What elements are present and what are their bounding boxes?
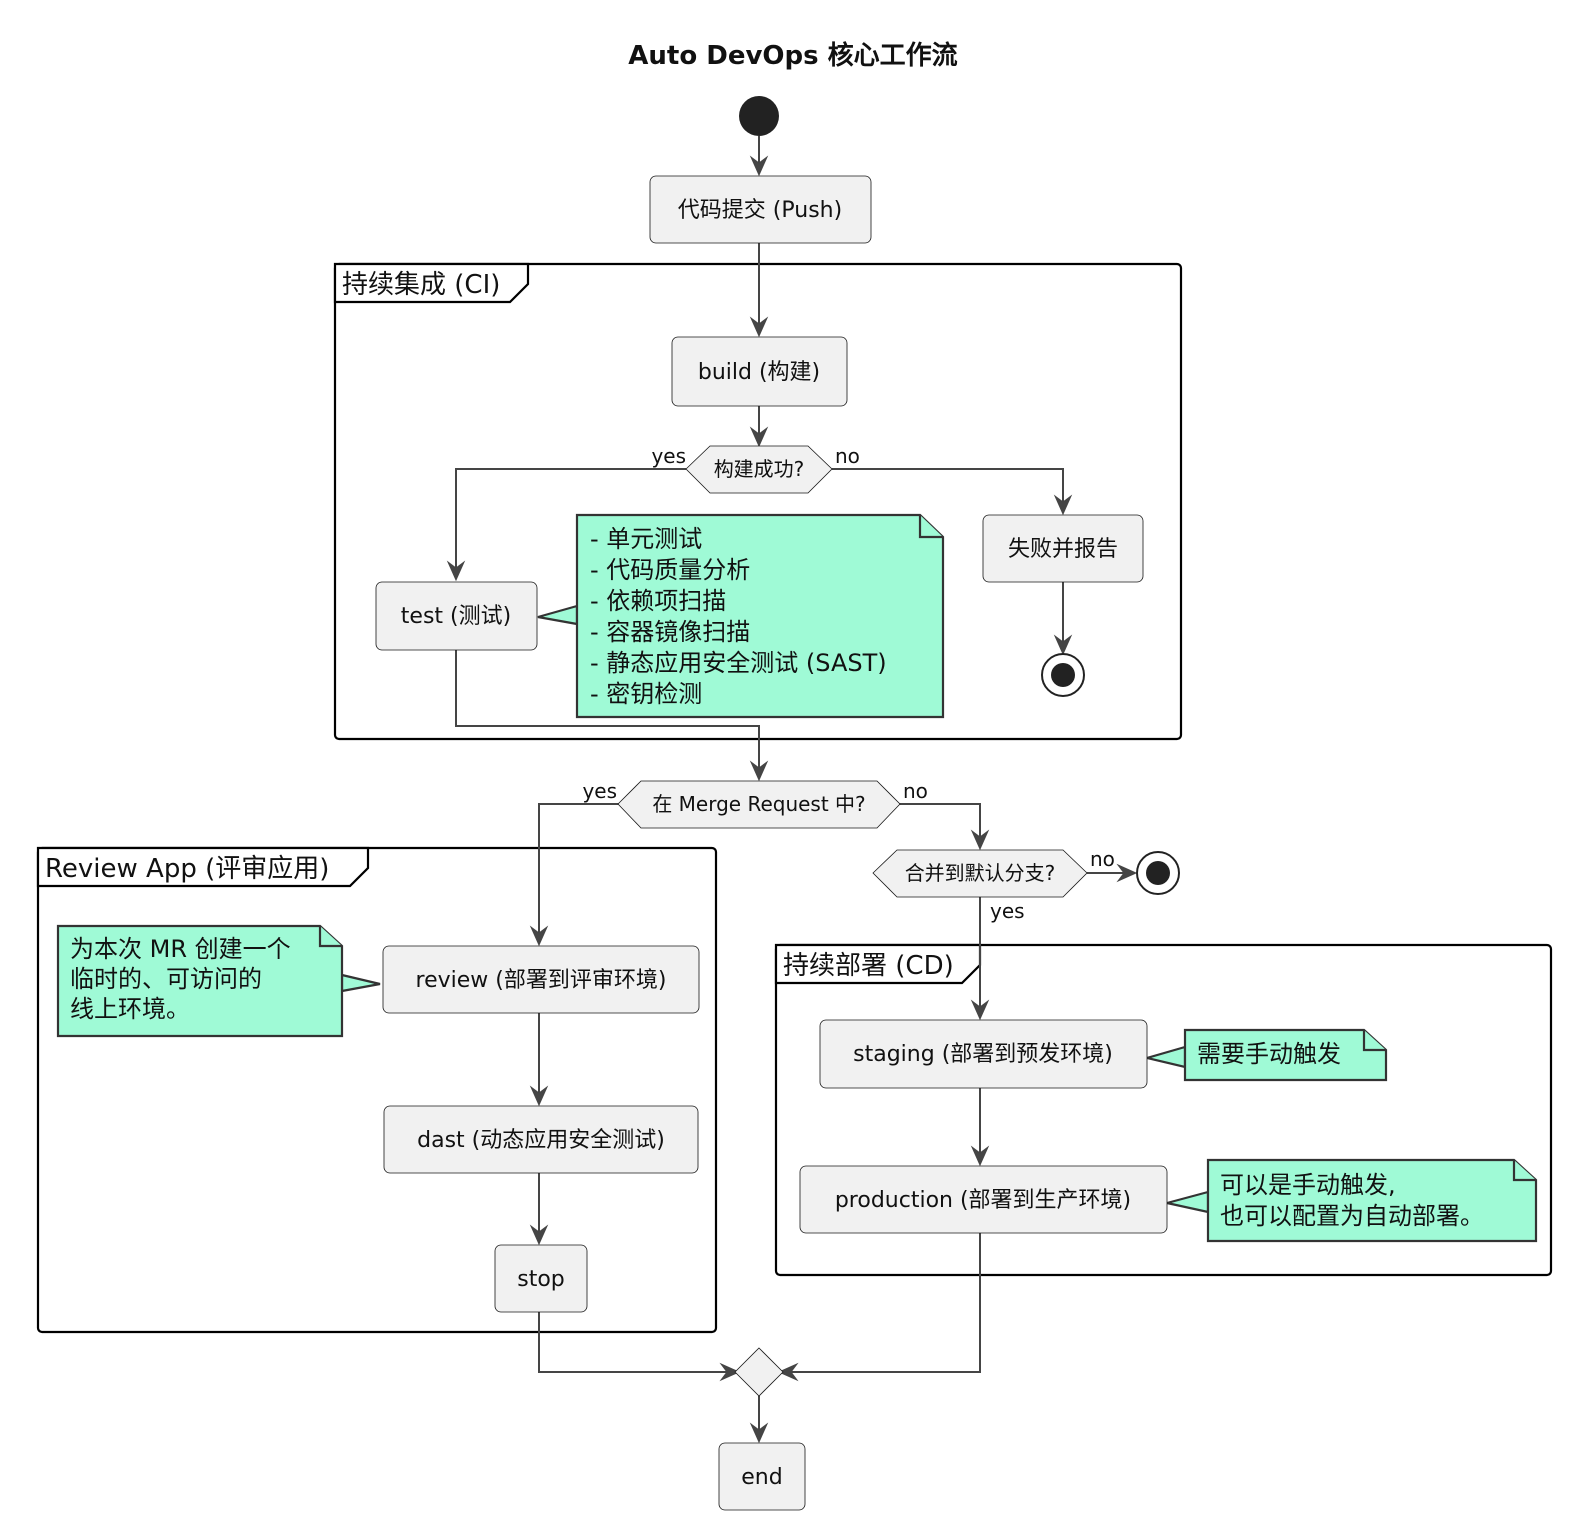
note-review-line-3: 线上环境。: [70, 995, 190, 1023]
note-test-line-6: - 密钥检测: [590, 680, 702, 708]
diagram-title: Auto DevOps 核心工作流: [628, 40, 957, 71]
note-test-line-1: - 单元测试: [590, 525, 702, 553]
note-test-line-3: - 依赖项扫描: [590, 587, 726, 615]
activity-stop-label: stop: [517, 1267, 565, 1292]
activity-test-label: test (测试): [401, 604, 511, 629]
note-connector-review: [340, 973, 381, 993]
activity-end: end: [718, 1442, 806, 1511]
cd-frame-label: 持续部署 (CD): [783, 951, 954, 981]
edge-stop-merge: [538, 1312, 733, 1373]
activity-fail-label: 失败并报告: [1008, 537, 1118, 562]
edges: [340, 136, 1210, 1444]
activity-fail: 失败并报告: [982, 514, 1144, 583]
end-node-fail: [1041, 653, 1085, 697]
activity-staging-label: staging (部署到预发环境): [853, 1042, 1113, 1067]
branch-label-mr-no: no: [903, 779, 928, 803]
note-connector-test: [537, 604, 579, 626]
decision-build-ok-label: 构建成功?: [714, 457, 805, 481]
activity-build: build (构建): [671, 336, 848, 407]
activity-production: production (部署到生产环境): [799, 1165, 1168, 1234]
decision-in-mr-label: 在 Merge Request 中?: [652, 792, 865, 816]
decision-in-mr: 在 Merge Request 中?: [617, 780, 901, 829]
note-review: 为本次 MR 创建一个 临时的、可访问的 线上环境。: [56, 924, 344, 1038]
edge-production-merge: [785, 1233, 981, 1373]
activity-production-label: production (部署到生产环境): [835, 1188, 1131, 1213]
decision-merge-default: 合并到默认分支?: [872, 849, 1088, 898]
activity-dast: dast (动态应用安全测试): [383, 1105, 699, 1174]
activity-review-label: review (部署到评审环境): [416, 968, 667, 993]
activity-review: review (部署到评审环境): [382, 945, 700, 1014]
decision-merge-default-label: 合并到默认分支?: [905, 861, 1056, 885]
branch-label-merge-no: no: [1090, 847, 1115, 871]
note-production-line-1: 可以是手动触发,: [1220, 1171, 1396, 1199]
edge-mr-yes-review: [538, 803, 636, 939]
edge-build-no-fail: [832, 468, 1064, 508]
note-test-line-4: - 容器镜像扫描: [590, 618, 750, 646]
note-review-line-2: 临时的、可访问的: [70, 965, 262, 993]
note-test: - 单元测试 - 代码质量分析 - 依赖项扫描 - 容器镜像扫描 - 静态应用安…: [575, 513, 945, 719]
ci-frame-label: 持续集成 (CI): [342, 270, 500, 300]
note-connector-staging: [1142, 1045, 1187, 1069]
merge-node: [734, 1347, 784, 1397]
note-connector-production: [1166, 1190, 1210, 1214]
edge-test-mr: [455, 650, 760, 774]
activity-push: 代码提交 (Push): [649, 175, 872, 244]
activity-build-label: build (构建): [698, 360, 820, 385]
activity-staging: staging (部署到预发环境): [819, 1019, 1148, 1089]
edge-build-yes-test: [455, 468, 686, 574]
branch-label-build-yes: yes: [651, 444, 686, 468]
branch-label-mr-yes: yes: [582, 779, 617, 803]
activity-dast-label: dast (动态应用安全测试): [417, 1128, 665, 1153]
note-test-line-5: - 静态应用安全测试 (SAST): [590, 649, 887, 677]
note-review-line-1: 为本次 MR 创建一个: [70, 935, 291, 963]
activity-end-label: end: [741, 1465, 782, 1490]
decision-build-ok: 构建成功?: [685, 445, 833, 494]
note-test-line-2: - 代码质量分析: [590, 556, 750, 584]
review-frame: Review App (评审应用): [36, 846, 718, 1334]
branch-label-merge-yes: yes: [990, 899, 1025, 923]
note-staging: 需要手动触发: [1183, 1028, 1388, 1082]
note-production: 可以是手动触发, 也可以配置为自动部署。: [1206, 1158, 1538, 1243]
start-node: [739, 96, 779, 136]
note-production-line-2: 也可以配置为自动部署。: [1220, 1202, 1484, 1230]
cd-frame: 持续部署 (CD): [774, 943, 1553, 1277]
branch-label-build-no: no: [835, 444, 860, 468]
activity-push-label: 代码提交 (Push): [678, 198, 842, 223]
edge-mr-no-merge: [881, 803, 981, 843]
end-node-merge: [1136, 851, 1180, 895]
activity-stop: stop: [494, 1244, 588, 1313]
activity-test: test (测试): [375, 581, 538, 651]
note-staging-line-1: 需要手动触发: [1197, 1040, 1341, 1068]
review-frame-label: Review App (评审应用): [45, 854, 329, 884]
